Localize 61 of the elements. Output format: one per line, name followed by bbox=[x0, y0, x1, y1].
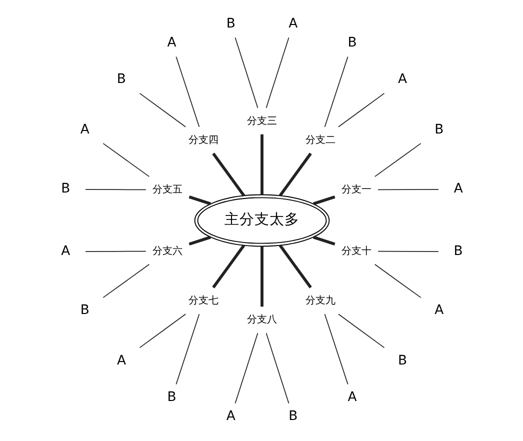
node-text: B bbox=[60, 182, 70, 197]
node-text: B bbox=[288, 409, 298, 424]
connector bbox=[278, 152, 312, 197]
connector bbox=[234, 332, 258, 404]
node-text: A bbox=[226, 409, 235, 424]
connector bbox=[374, 143, 421, 178]
connector bbox=[84, 189, 146, 190]
node-text: B bbox=[226, 16, 235, 32]
node-text: B bbox=[80, 302, 89, 318]
node-text: B bbox=[347, 36, 356, 51]
node-text: 分支二 bbox=[304, 134, 335, 146]
node-text: A bbox=[434, 302, 444, 318]
connector bbox=[324, 314, 348, 385]
node-text: 分支七 bbox=[188, 294, 218, 307]
node-text: 分支五 bbox=[152, 183, 182, 196]
node-text: A bbox=[60, 244, 70, 259]
connector bbox=[138, 314, 186, 348]
connector bbox=[312, 236, 335, 246]
node-ellipse: 主分支太多 bbox=[194, 194, 330, 247]
connector bbox=[338, 314, 384, 348]
node-text: 分支三 bbox=[246, 114, 276, 127]
connector bbox=[102, 264, 150, 298]
connector bbox=[265, 332, 289, 404]
connector bbox=[374, 264, 421, 298]
connector bbox=[377, 189, 438, 190]
connector bbox=[212, 244, 245, 288]
node-text: 分支一 bbox=[341, 183, 372, 196]
node-text: B bbox=[453, 244, 462, 259]
connector bbox=[102, 143, 150, 178]
node-text: A bbox=[80, 122, 89, 138]
node-text: 分支六 bbox=[152, 244, 182, 257]
node-text: B bbox=[398, 353, 407, 368]
connector bbox=[84, 250, 146, 252]
connector bbox=[278, 244, 312, 288]
node-text: A bbox=[288, 16, 298, 32]
connector bbox=[312, 195, 335, 206]
connector bbox=[265, 37, 289, 108]
node-text: A bbox=[116, 353, 126, 368]
node-text: A bbox=[453, 182, 462, 197]
node-text: 分支四 bbox=[188, 134, 218, 146]
connector bbox=[338, 92, 384, 128]
connector bbox=[138, 92, 186, 128]
node-text: A bbox=[166, 36, 176, 51]
connector bbox=[234, 37, 258, 108]
node-text: B bbox=[166, 390, 176, 405]
connector bbox=[175, 314, 200, 385]
connector bbox=[175, 56, 200, 128]
connector bbox=[324, 56, 348, 128]
node-text: B bbox=[116, 72, 126, 88]
connector bbox=[188, 236, 211, 246]
connector bbox=[260, 134, 263, 195]
node-text: 分支十 bbox=[341, 244, 372, 257]
node-text: 分支八 bbox=[246, 314, 276, 326]
connector bbox=[377, 250, 438, 252]
node-text: A bbox=[347, 390, 356, 405]
node-text: 分支九 bbox=[304, 294, 335, 307]
node-text: B bbox=[434, 122, 444, 138]
node-text: A bbox=[398, 72, 407, 88]
connector bbox=[260, 246, 263, 307]
connector bbox=[212, 152, 245, 197]
connector bbox=[188, 195, 211, 206]
